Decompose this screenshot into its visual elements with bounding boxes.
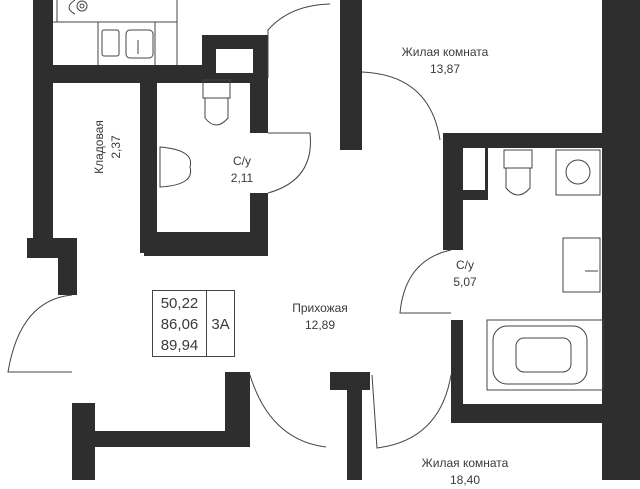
wall [27,238,77,258]
wall [340,0,362,150]
wall [140,83,157,253]
wall [72,403,95,480]
wall [443,190,463,250]
washing-machine-icon [555,149,601,196]
wall [33,0,53,242]
washbasin-icon [562,237,601,293]
room-name: Жилая комната [401,45,489,59]
wall [144,232,268,256]
wall [250,80,268,133]
toilet-icon [503,149,533,196]
room-label-bathroom: С/у 5,07 [453,257,476,291]
room-label-living-room-1: Жилая комната 13,87 [402,44,489,78]
room-name: С/у [455,258,474,272]
wall [225,372,250,447]
room-label-living-room-2: Жилая комната 18,40 [422,455,509,489]
toilet-icon [202,79,231,126]
stove-icon [76,0,88,12]
room-area: 2,37 [109,135,123,159]
wall [95,431,250,447]
apartment-type: 3А [211,316,230,333]
room-name: Кладовая [92,120,106,174]
room-label-pantry: Кладовая 2,37 [91,120,125,174]
room-label-hallway: Прихожая 12,89 [292,300,348,334]
wall [58,255,77,295]
room-name: Прихожая [292,301,348,315]
living-area: 50,22 [160,295,199,312]
room-area: 18,40 [449,473,481,487]
kitchen-counter [53,0,178,65]
room-name: Жилая комната [421,456,509,470]
shaft [463,148,485,190]
room-name: С/у [233,154,251,168]
room-area: 13,87 [429,62,461,76]
kitchen-sink-icon [101,29,154,59]
wall [602,0,640,480]
room-area: 2,11 [230,171,254,185]
wall [330,372,370,390]
door-arc [7,0,452,449]
total-area-with-balcony: 89,94 [160,337,199,354]
room-label-wc-small: С/у 2,11 [231,153,253,187]
wall [451,320,463,423]
room-area: 12,89 [304,318,336,332]
wall [347,388,362,480]
shaft [216,49,253,73]
washbasin-icon [159,146,192,188]
area-values: 50,22 86,06 89,94 [153,291,207,356]
wall [443,133,603,148]
room-area: 5,07 [453,275,477,289]
apartment-summary-box: 50,22 86,06 89,94 3А [152,290,235,357]
total-area: 86,06 [160,316,199,333]
bathtub-icon [486,319,604,391]
wall [451,404,603,423]
